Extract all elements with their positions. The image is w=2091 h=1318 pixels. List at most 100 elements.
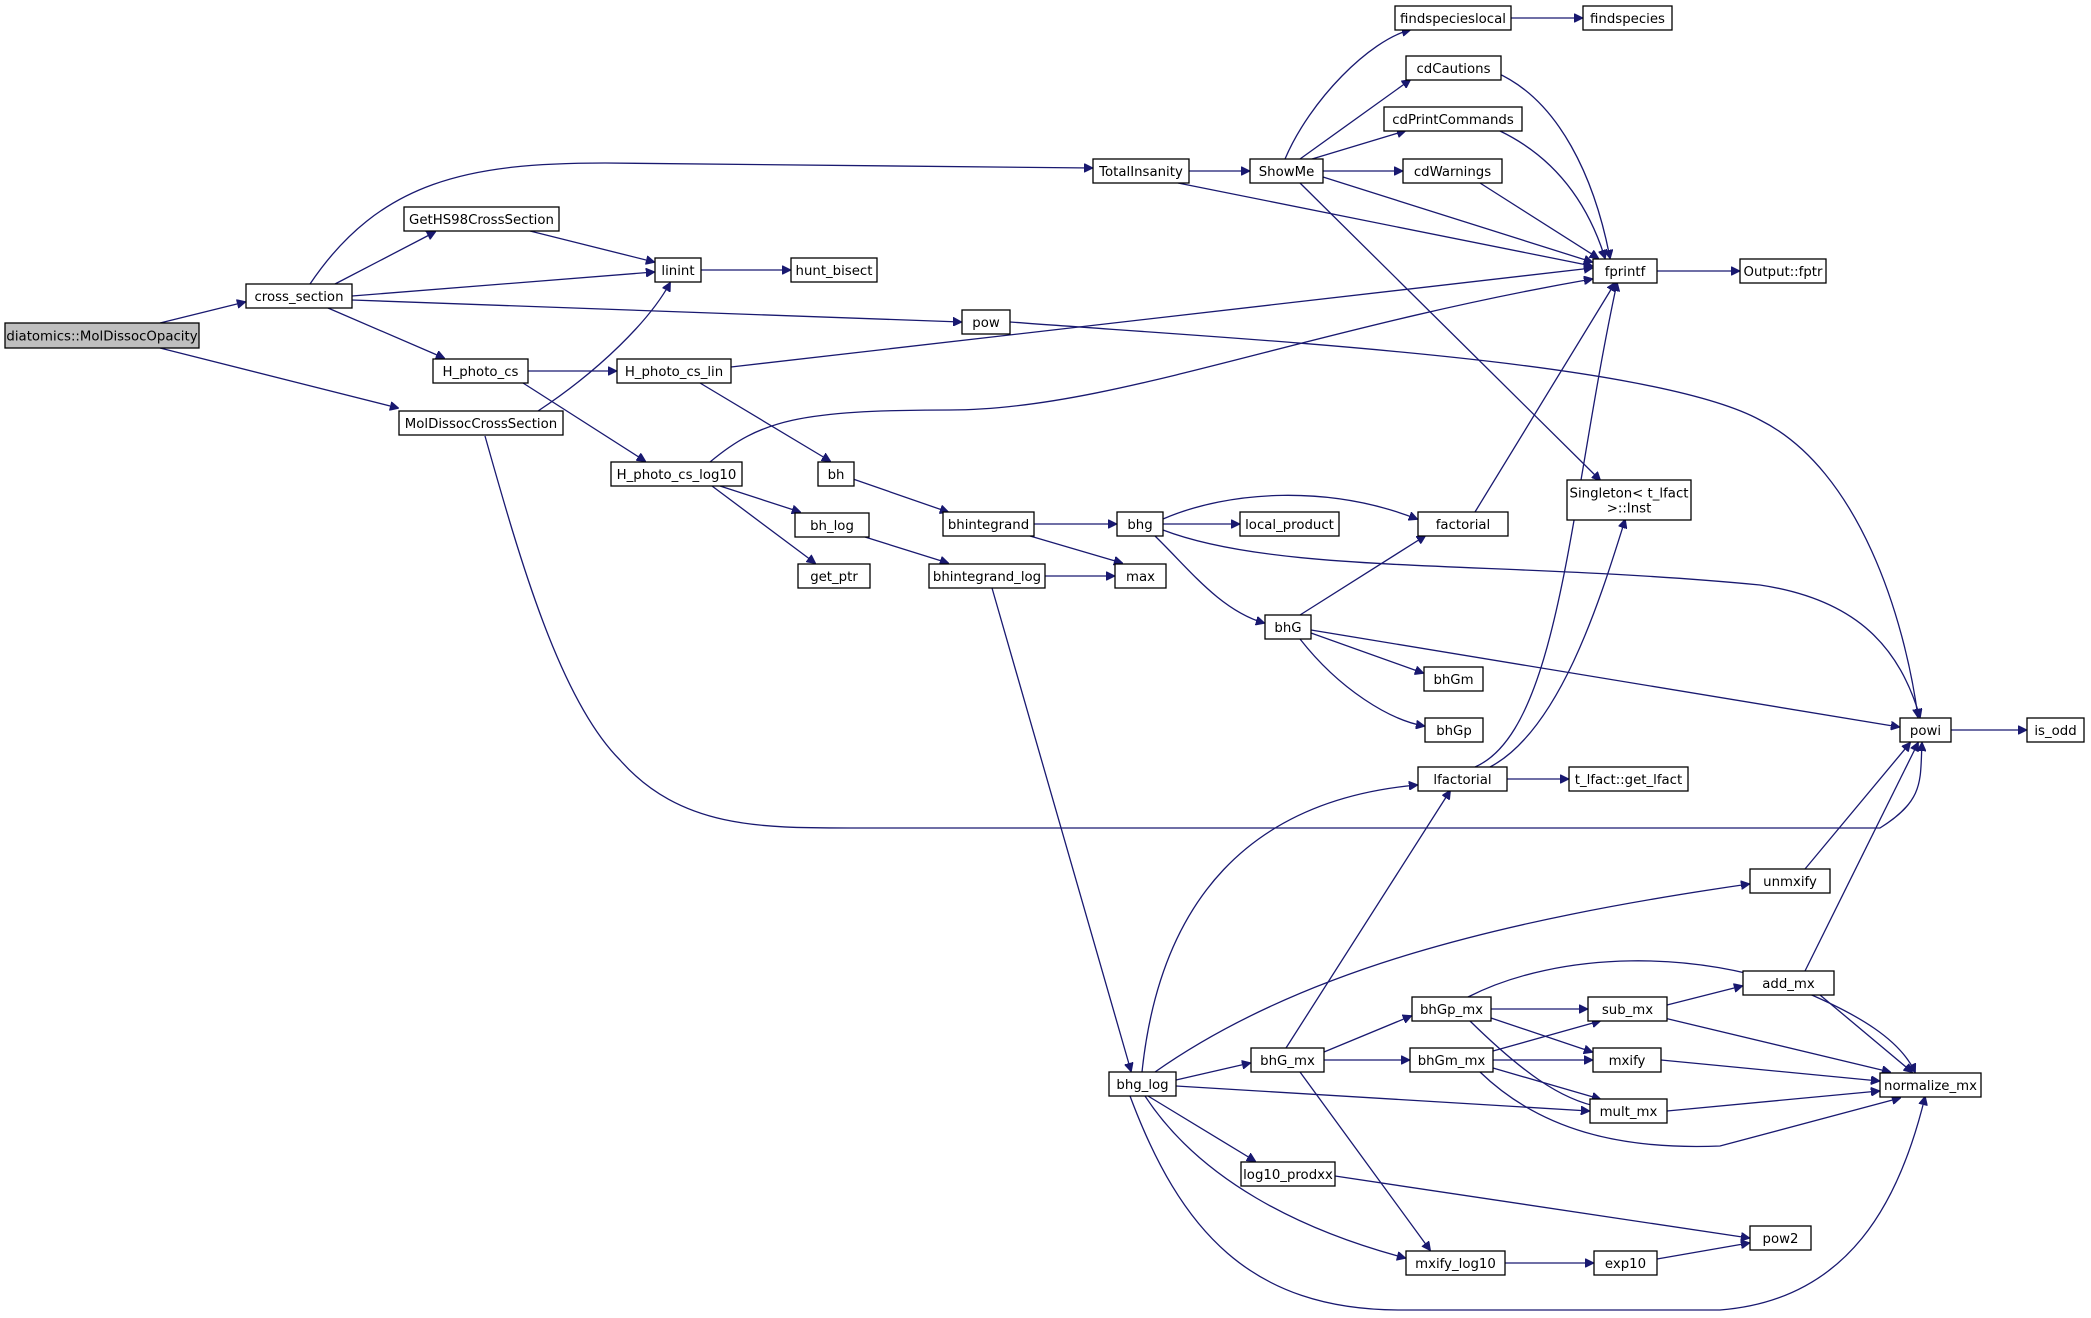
edge-bh_log-to-bhintegrand_log: [864, 536, 948, 563]
node-findspecies[interactable]: findspecies: [1582, 5, 1673, 31]
node-label: hunt_bisect: [796, 264, 873, 279]
node-bhintegrand[interactable]: bhintegrand: [942, 511, 1035, 537]
edge-cdCautions-to-fprintf: [1494, 71, 1610, 258]
node-max[interactable]: max: [1114, 563, 1167, 589]
node-lfactorial[interactable]: lfactorial: [1417, 766, 1508, 792]
edge-MolDissocOpacity-to-cross_section: [159, 302, 245, 324]
node-box: [961, 309, 1011, 335]
node-bhGm[interactable]: bhGm: [1423, 666, 1484, 692]
node-pow[interactable]: pow: [961, 309, 1011, 335]
node-mxify_log10[interactable]: mxify_log10: [1405, 1250, 1506, 1276]
node-label: ShowMe: [1259, 165, 1315, 180]
node-label: bhGp_mx: [1420, 1003, 1483, 1018]
node-cdWarnings[interactable]: cdWarnings: [1402, 158, 1503, 184]
node-ShowMe[interactable]: ShowMe: [1249, 158, 1324, 184]
node-bh[interactable]: bh: [817, 461, 855, 487]
node-cdPrintCommands[interactable]: cdPrintCommands: [1383, 106, 1523, 132]
edge-bhG-to-bhGm: [1310, 632, 1423, 673]
edge-bhg_log-to-normalize_mx: [1129, 1096, 1925, 1311]
node-H_photo_cs_log10[interactable]: H_photo_cs_log10: [610, 461, 743, 487]
edge-GetHS98CrossSection-to-linint: [529, 230, 654, 262]
edge-cdPrintCommands-to-fprintf: [1499, 130, 1605, 258]
node-TotalInsanity[interactable]: TotalInsanity: [1092, 158, 1190, 184]
node-Output_fptr[interactable]: Output::fptr: [1739, 258, 1827, 284]
node-box: [1568, 766, 1689, 792]
nodes-layer: diatomics::MolDissocOpacity cross_section…: [4, 5, 2085, 1276]
node-bhintegrand_log[interactable]: bhintegrand_log: [928, 563, 1046, 589]
node-local_product[interactable]: local_product: [1239, 511, 1340, 537]
node-findspecieslocal[interactable]: findspecieslocal: [1394, 5, 1512, 31]
node-GetHS98CrossSection[interactable]: GetHS98CrossSection: [403, 206, 560, 232]
node-bhG[interactable]: bhG: [1264, 614, 1312, 640]
node-bhGp[interactable]: bhGp: [1424, 717, 1484, 743]
node-label: Output::fptr: [1744, 265, 1823, 280]
node-exp10[interactable]: exp10: [1593, 1250, 1658, 1276]
edge-H_photo_cs_lin-to-fprintf: [730, 268, 1592, 368]
node-label: max: [1126, 570, 1155, 585]
node-pow2[interactable]: pow2: [1749, 1225, 1812, 1251]
node-MolDissocCrossSection[interactable]: MolDissocCrossSection: [398, 410, 564, 436]
node-get_ptr[interactable]: get_ptr: [797, 563, 871, 589]
node-box: [1592, 1047, 1662, 1073]
node-Singleton_Inst[interactable]: Singleton< t_lfact>::Inst: [1566, 479, 1692, 521]
node-sub_mx[interactable]: sub_mx: [1587, 996, 1668, 1022]
edge-bhG_mx-to-lfactorial: [1285, 791, 1450, 1049]
edge-ShowMe-to-fprintf: [1322, 176, 1592, 262]
edge-add_mx-to-normalize_mx: [1819, 994, 1912, 1072]
node-label: bhGp: [1436, 724, 1472, 739]
edge-bhg_log-to-log10_prodxx: [1147, 1095, 1255, 1161]
node-H_photo_cs_lin[interactable]: H_photo_cs_lin: [616, 358, 732, 384]
node-MolDissocOpacity[interactable]: diatomics::MolDissocOpacity: [4, 322, 200, 349]
node-box: [1582, 5, 1673, 31]
edge-pow-to-powi: [1009, 321, 1918, 717]
node-get_lfact[interactable]: t_lfact::get_lfact: [1568, 766, 1689, 792]
node-bhG_mx[interactable]: bhG_mx: [1250, 1047, 1325, 1073]
node-box: [1409, 1047, 1494, 1073]
node-bhGm_mx[interactable]: bhGm_mx: [1409, 1047, 1494, 1073]
node-normalize_mx[interactable]: normalize_mx: [1879, 1072, 1982, 1098]
node-label: bhintegrand: [948, 518, 1029, 533]
node-box: [797, 563, 871, 589]
edge-MolDissocOpacity-to-MolDissocCrossSection: [159, 347, 398, 408]
node-label: fprintf: [1605, 265, 1646, 280]
edge-ShowMe-to-Singleton_Inst: [1299, 182, 1600, 480]
edge-cdWarnings-to-fprintf: [1479, 182, 1598, 258]
node-bhg[interactable]: bhg: [1116, 511, 1164, 537]
node-linint[interactable]: linint: [654, 257, 702, 283]
node-label: lfactorial: [1433, 773, 1491, 788]
edge-bhg_log-to-lfactorial: [1141, 785, 1417, 1073]
node-hunt_bisect[interactable]: hunt_bisect: [790, 257, 878, 283]
node-box: [1749, 868, 1831, 894]
node-bhGp_mx[interactable]: bhGp_mx: [1411, 996, 1492, 1022]
node-mult_mx[interactable]: mult_mx: [1589, 1098, 1668, 1124]
node-label: H_photo_cs_log10: [617, 468, 737, 483]
edge-H_photo_cs_log10-to-bh_log: [719, 485, 800, 512]
node-box: [1417, 511, 1509, 537]
edge-sub_mx-to-add_mx: [1666, 986, 1742, 1006]
edge-bhGp_mx-to-mxify: [1487, 1016, 1592, 1052]
edge-bhGp_mx-to-normalize_mx: [1467, 960, 1915, 1072]
edge-bhintegrand-to-max: [1029, 535, 1122, 563]
edge-ShowMe-to-cdCautions: [1299, 80, 1410, 160]
node-add_mx[interactable]: add_mx: [1742, 970, 1835, 996]
node-box: [1587, 996, 1668, 1022]
node-bhg_log[interactable]: bhg_log: [1108, 1071, 1177, 1097]
node-unmxify[interactable]: unmxify: [1749, 868, 1831, 894]
node-mxify[interactable]: mxify: [1592, 1047, 1662, 1073]
node-factorial[interactable]: factorial: [1417, 511, 1509, 537]
node-cdCautions[interactable]: cdCautions: [1405, 55, 1502, 81]
node-H_photo_cs[interactable]: H_photo_cs: [432, 358, 529, 384]
node-powi[interactable]: powi: [1899, 717, 1952, 743]
node-bh_log[interactable]: bh_log: [794, 512, 870, 538]
node-fprintf[interactable]: fprintf: [1592, 258, 1658, 284]
node-label: diatomics::MolDissocOpacity: [6, 330, 197, 345]
node-box: [1742, 970, 1835, 996]
node-log10_prodxx[interactable]: log10_prodxx: [1240, 1161, 1336, 1187]
node-is_odd[interactable]: is_odd: [2026, 717, 2085, 743]
node-box: [1405, 55, 1502, 81]
node-label: t_lfact::get_lfact: [1575, 773, 1682, 788]
node-box: [654, 257, 702, 283]
node-label: powi: [1910, 724, 1941, 739]
node-cross_section[interactable]: cross_section: [245, 283, 353, 309]
node-label: bhGm: [1433, 673, 1473, 688]
